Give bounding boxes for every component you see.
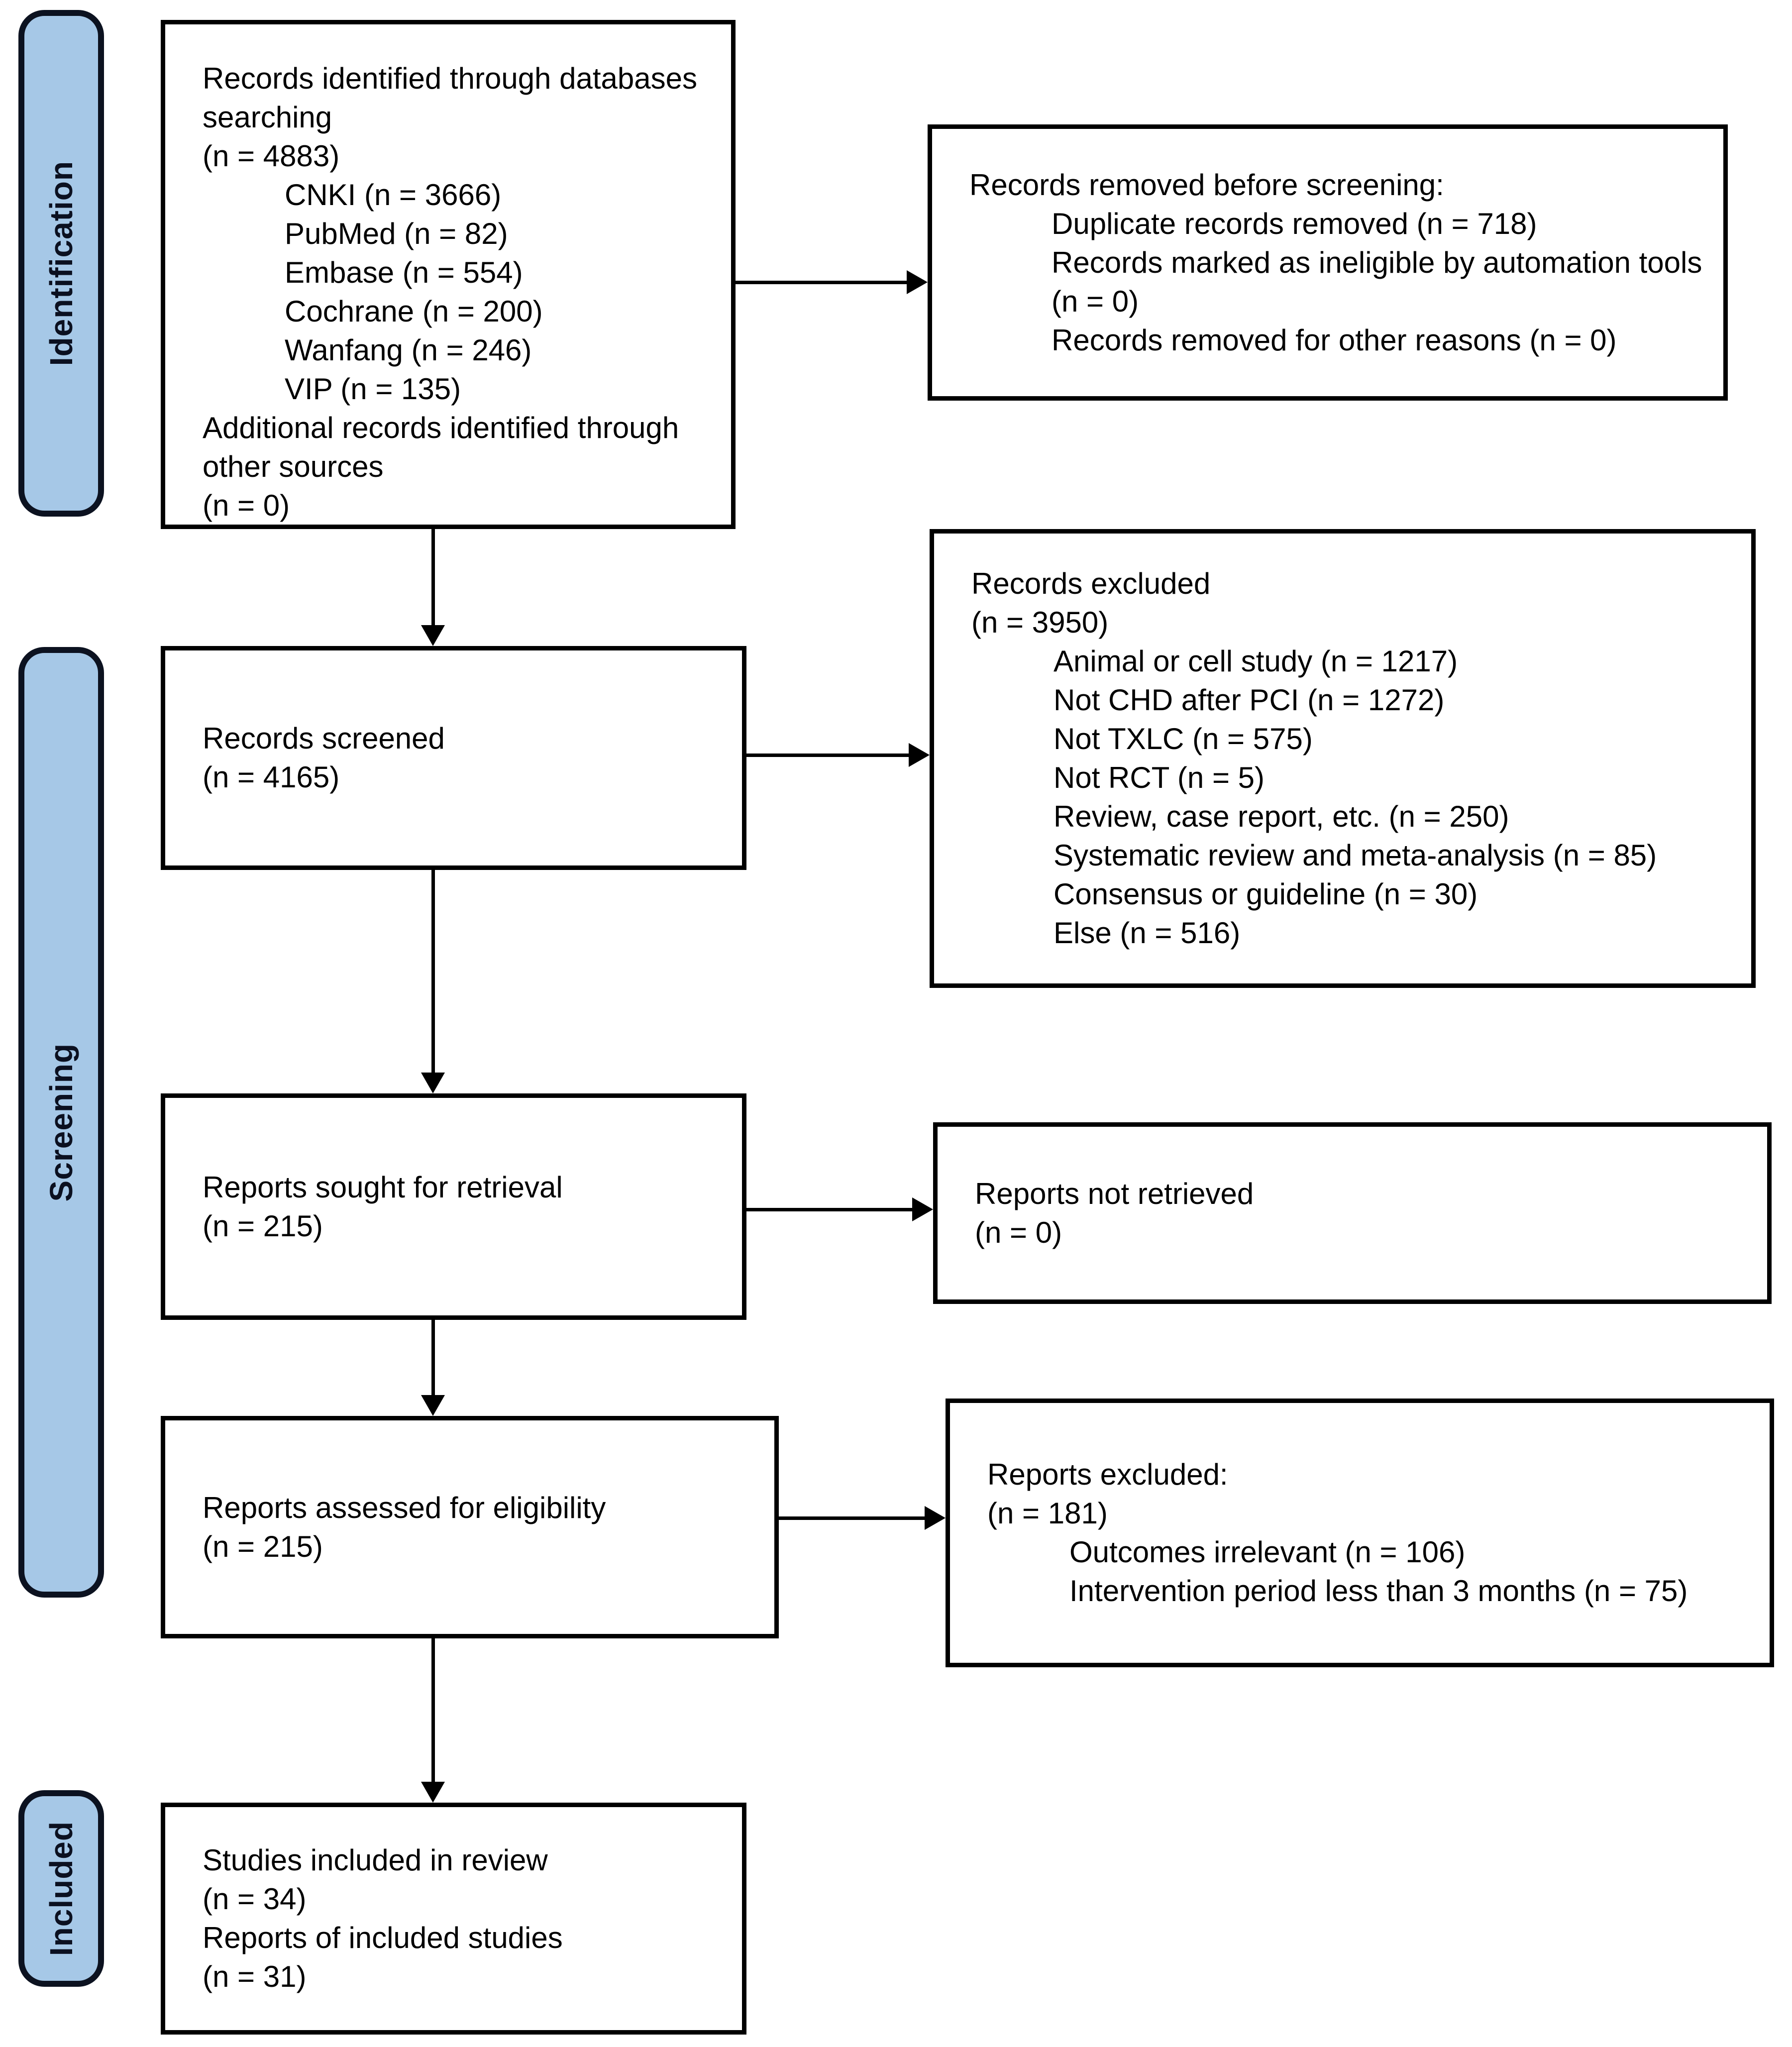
box-line: Records removed before screening: — [969, 168, 1444, 202]
box-line: Reports excluded: — [987, 1458, 1228, 1491]
box-reports-assessed: Reports assessed for eligibility (n = 21… — [161, 1416, 779, 1638]
box-studies-included: Studies included in review (n = 34) Repo… — [161, 1803, 746, 2035]
stage-included: Included — [18, 1790, 104, 1987]
box-line: Duplicate records removed (n = 718) — [1052, 207, 1537, 240]
box-line: Not TXLC (n = 575) — [1054, 722, 1313, 755]
arrow-head — [925, 1506, 946, 1530]
arrow-head — [421, 1782, 445, 1803]
stage-identification: Identification — [18, 10, 104, 517]
box-line: (n = 3950) — [971, 606, 1109, 639]
box-line: Embase (n = 554) — [285, 256, 523, 289]
arrow-head — [421, 1073, 445, 1093]
box-records-excluded: Records excluded (n = 3950) Animal or ce… — [930, 529, 1756, 988]
arrow-line — [746, 754, 911, 757]
stage-identification-label: Identification — [43, 160, 79, 366]
box-line: Else (n = 516) — [1054, 916, 1241, 950]
arrow-line — [736, 281, 909, 284]
box-line: Wanfang (n = 246) — [285, 333, 532, 367]
arrow-head — [421, 1395, 445, 1416]
box-reports-excluded: Reports excluded: (n = 181) Outcomes irr… — [946, 1399, 1774, 1667]
box-line: Outcomes irrelevant (n = 106) — [1069, 1535, 1466, 1569]
box-reports-sought: Reports sought for retrieval (n = 215) — [161, 1093, 746, 1320]
box-line: Records removed for other reasons (n = 0… — [1052, 323, 1617, 357]
stage-screening-label: Screening — [43, 1043, 79, 1202]
stage-screening: Screening — [18, 647, 104, 1598]
arrow-line — [431, 1638, 435, 1784]
box-line: Cochrane (n = 200) — [285, 295, 543, 328]
box-line: Reports not retrieved — [975, 1177, 1254, 1210]
box-line: (n = 4883) — [203, 139, 340, 173]
box-line: Reports of included studies — [203, 1921, 563, 1954]
box-line: (n = 215) — [203, 1529, 323, 1563]
box-line: (n = 31) — [203, 1960, 307, 1993]
box-line: Reports sought for retrieval — [203, 1170, 563, 1204]
box-line: Records marked as ineligible by automati… — [1052, 245, 1702, 318]
box-line: VIP (n = 135) — [285, 372, 461, 406]
arrow-line — [746, 1208, 914, 1211]
arrow-head — [421, 625, 445, 646]
arrow-line — [779, 1516, 927, 1520]
box-line: Records screened — [203, 722, 445, 755]
box-line: (n = 181) — [987, 1497, 1108, 1530]
box-line: Consensus or guideline (n = 30) — [1054, 877, 1478, 911]
box-records-screened: Records screened (n = 4165) — [161, 646, 746, 870]
box-line: Studies included in review — [203, 1843, 548, 1877]
box-records-removed: Records removed before screening: Duplic… — [928, 124, 1728, 401]
box-line: Records excluded — [971, 567, 1211, 600]
box-line: CNKI (n = 3666) — [285, 178, 502, 212]
box-line: Reports assessed for eligibility — [203, 1491, 606, 1524]
box-line: (n = 215) — [203, 1209, 323, 1243]
box-line: Not RCT (n = 5) — [1054, 761, 1265, 794]
arrow-head — [912, 1197, 933, 1221]
box-line: Animal or cell study (n = 1217) — [1054, 645, 1458, 678]
box-line: (n = 34) — [203, 1882, 307, 1916]
box-line: Additional records identified through ot… — [203, 411, 679, 483]
box-line: (n = 0) — [203, 489, 290, 522]
box-records-identified: Records identified through databases sea… — [161, 20, 736, 529]
box-line: Review, case report, etc. (n = 250) — [1054, 800, 1509, 833]
box-line: Intervention period less than 3 months (… — [1069, 1574, 1688, 1608]
arrow-line — [431, 870, 435, 1075]
arrow-head — [907, 270, 928, 294]
box-reports-not-retrieved: Reports not retrieved (n = 0) — [933, 1122, 1772, 1304]
box-line: Records identified through databases sea… — [203, 62, 697, 134]
box-line: (n = 4165) — [203, 760, 340, 794]
stage-included-label: Included — [43, 1821, 79, 1956]
box-line: (n = 0) — [975, 1215, 1062, 1249]
box-line: Not CHD after PCI (n = 1272) — [1054, 683, 1445, 717]
box-line: Systematic review and meta-analysis (n =… — [1054, 839, 1657, 872]
arrow-line — [431, 529, 435, 627]
arrow-head — [909, 743, 930, 767]
box-line: PubMed (n = 82) — [285, 217, 508, 250]
arrow-line — [431, 1320, 435, 1397]
